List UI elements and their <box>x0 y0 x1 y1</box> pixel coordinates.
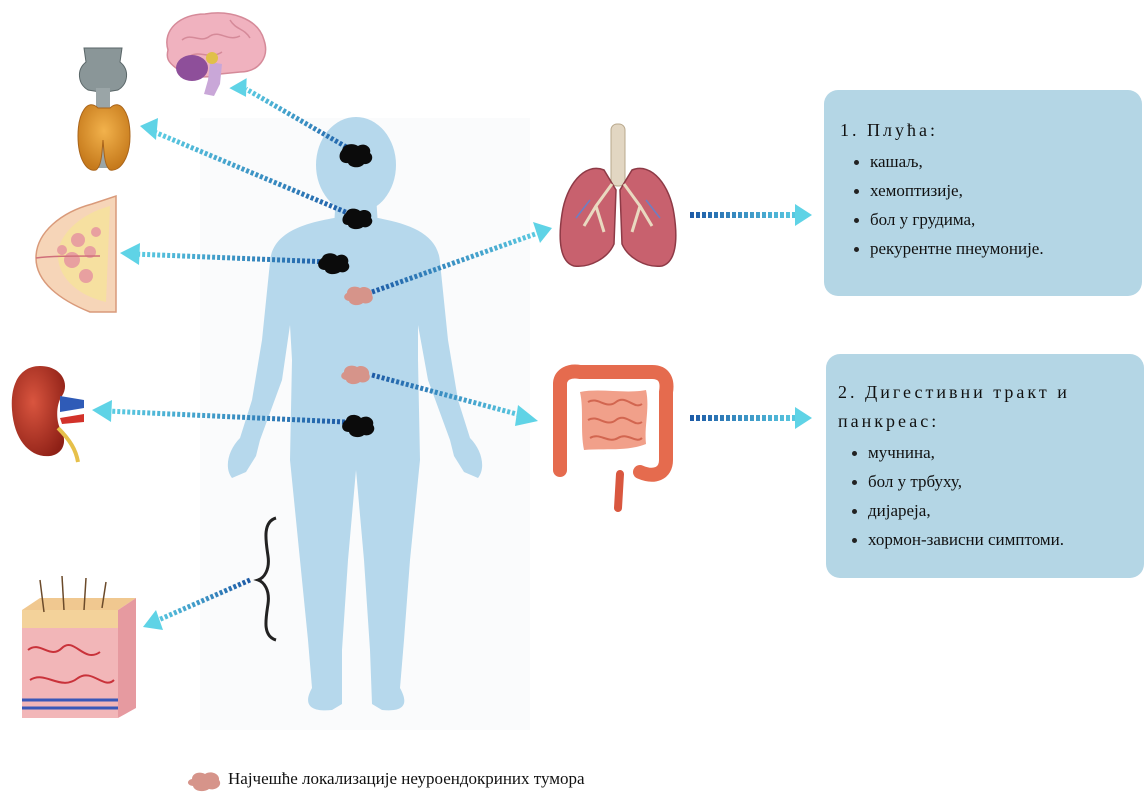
skin-icon <box>22 576 136 718</box>
brain-icon <box>167 13 266 96</box>
thyroid-icon <box>78 48 130 170</box>
list-item: бол у грудима, <box>854 205 1128 234</box>
list-item: рекурентне пнеумоније. <box>854 234 1128 263</box>
kidney-icon <box>12 366 84 462</box>
gi-title: 2. Дигестивни тракт и панкреас: <box>838 378 1130 436</box>
list-item: хормон-зависни симптоми. <box>852 525 1130 554</box>
breast-icon <box>36 196 116 312</box>
lungs-symptom-list: кашаљ, хемоптизије, бол у грудима, рекур… <box>840 147 1128 263</box>
gi-info-box: 2. Дигестивни тракт и панкреас: мучнина,… <box>826 354 1144 578</box>
list-item: мучнина, <box>852 438 1130 467</box>
arrow-to-lungs-box <box>690 204 812 226</box>
arrow-to-gi-box <box>690 407 812 429</box>
list-item: бол у трбуху, <box>852 467 1130 496</box>
legend-label: Најчешће локализације неуроендокриних ту… <box>228 769 585 789</box>
list-item: хемоптизије, <box>854 176 1128 205</box>
lungs-info-box: 1. Плућа: кашаљ, хемоптизије, бол у груд… <box>824 90 1142 296</box>
legend: Најчешће локализације неуроендокриних ту… <box>186 767 585 791</box>
list-item: кашаљ, <box>854 147 1128 176</box>
gi-symptom-list: мучнина, бол у трбуху, дијареја, хормон-… <box>838 438 1130 554</box>
lungs-title: 1. Плућа: <box>840 116 1128 145</box>
lungs-icon <box>560 124 676 266</box>
intestine-icon <box>560 372 666 509</box>
list-item: дијареја, <box>852 496 1130 525</box>
